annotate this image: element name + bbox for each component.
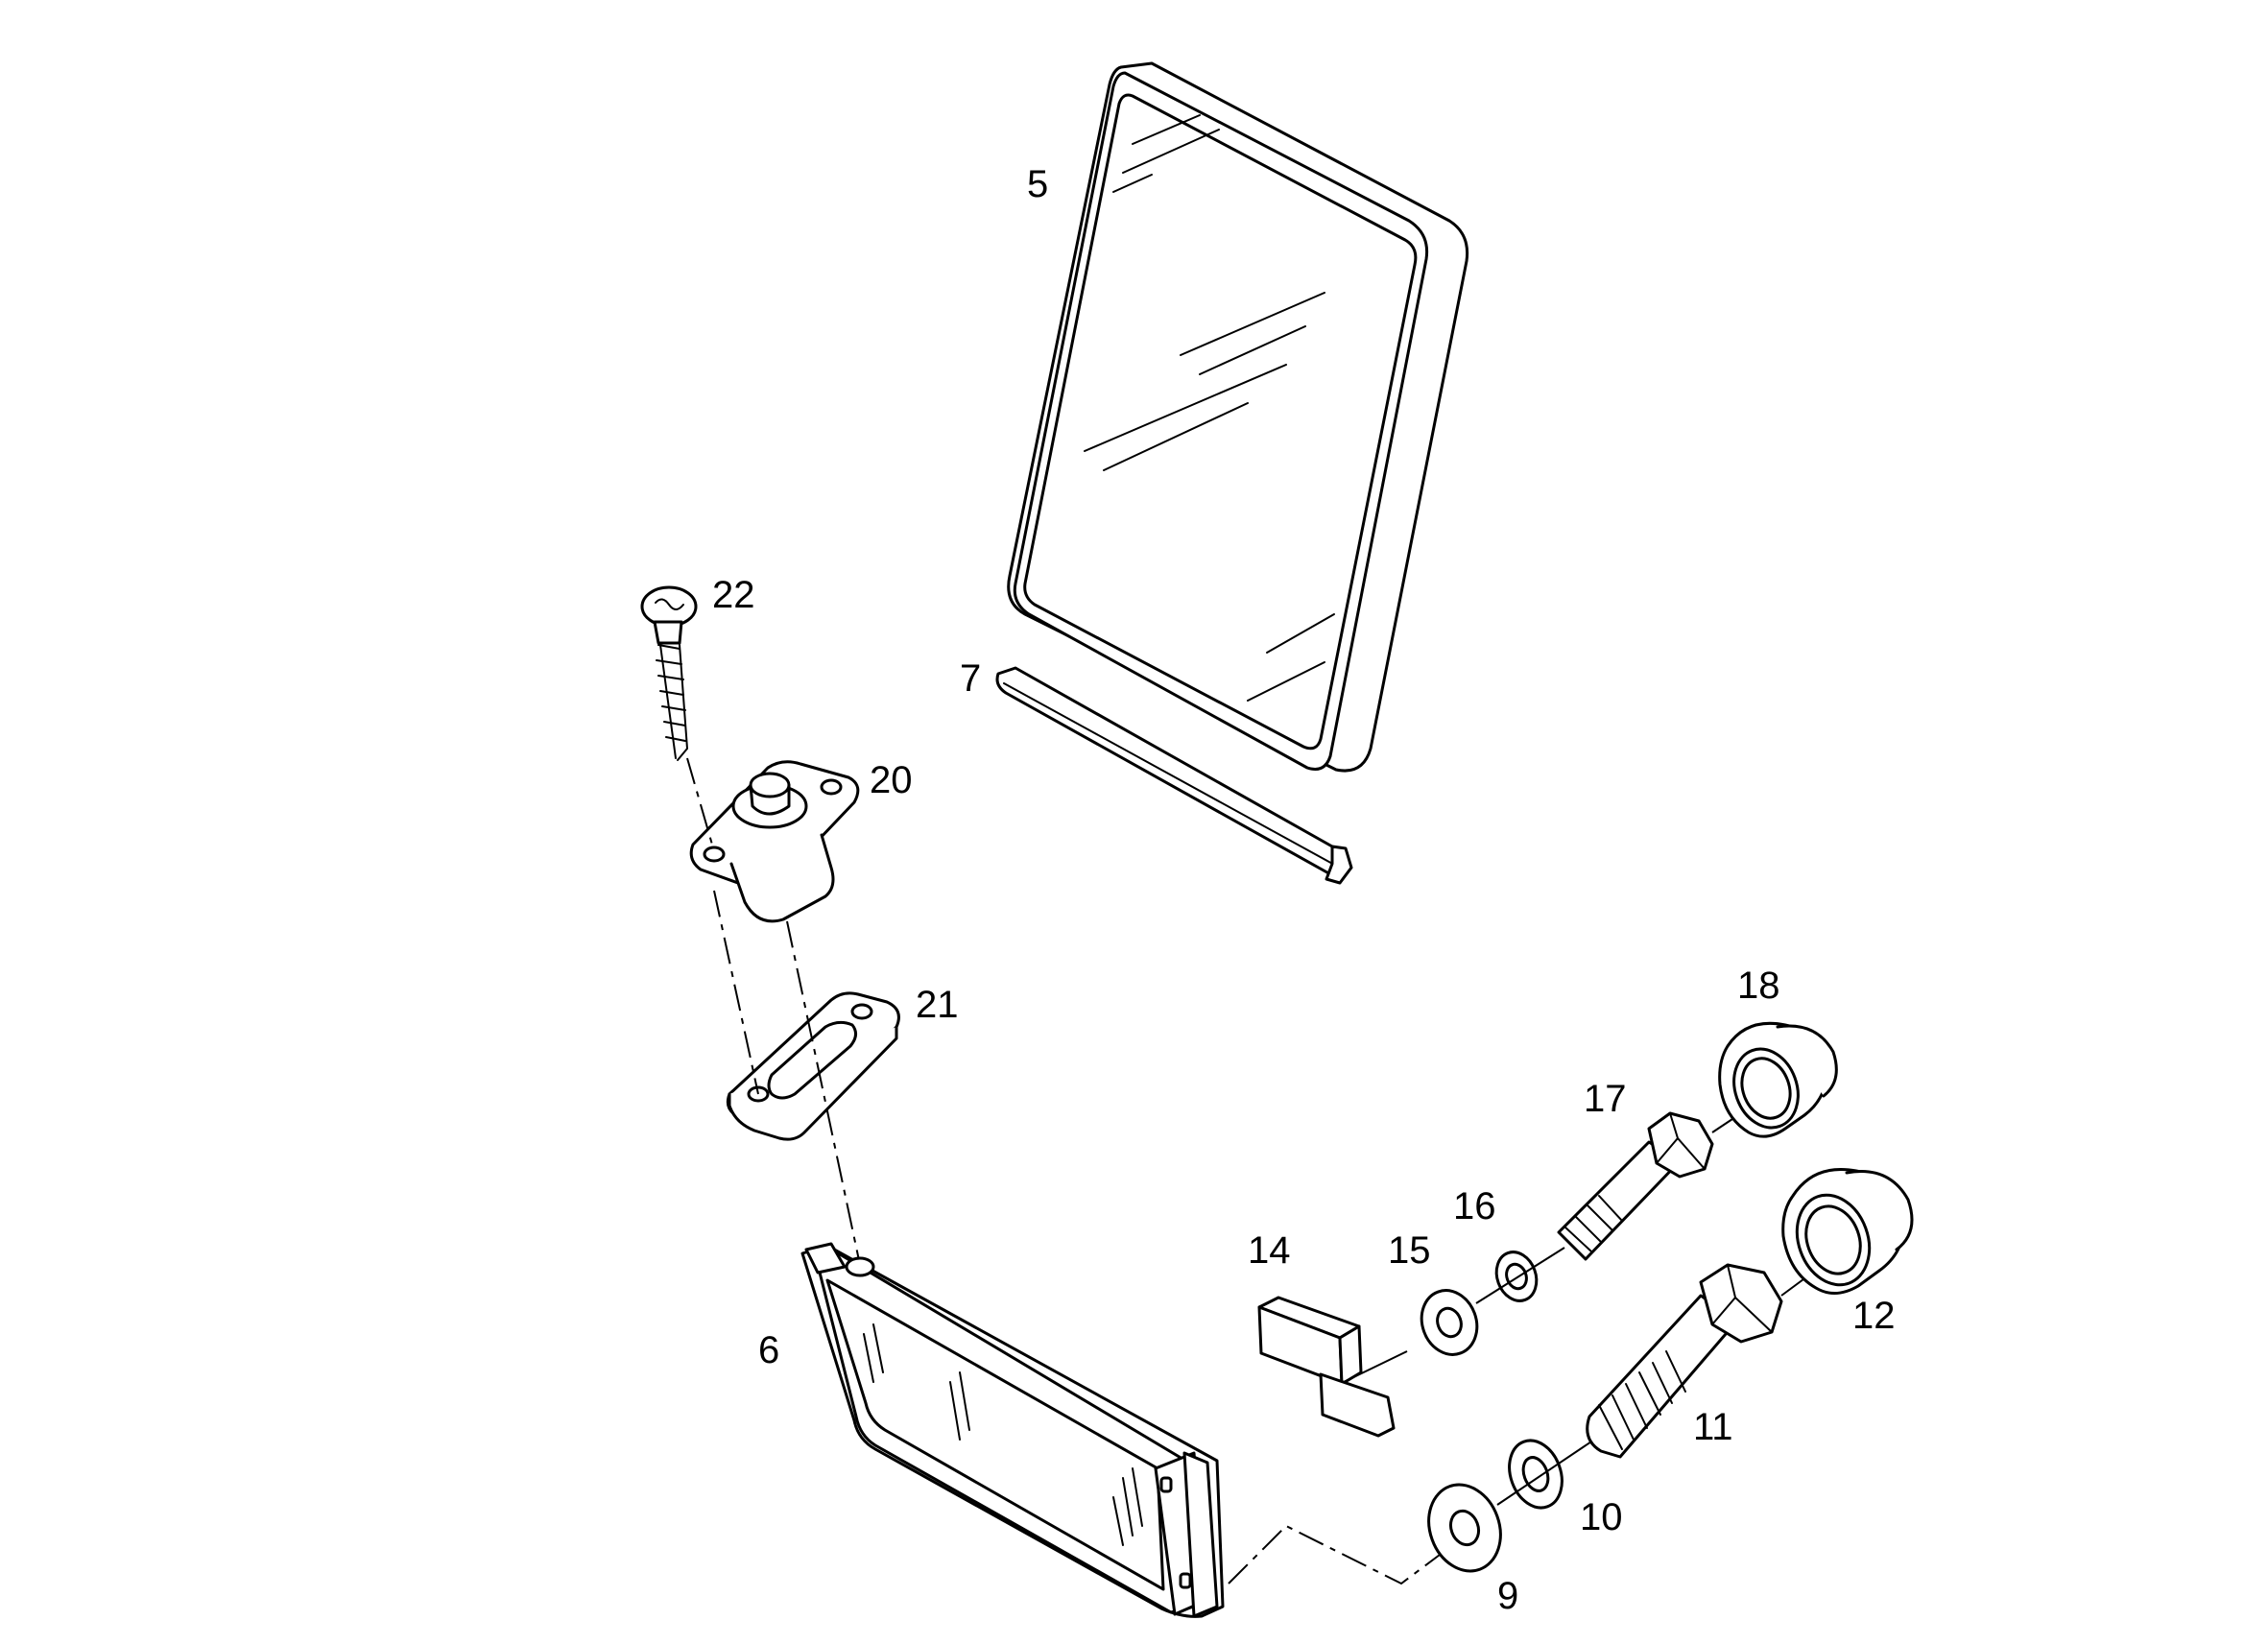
alignment-line-bottom [1228, 1524, 1441, 1585]
alignment-line-left [713, 890, 759, 1095]
callout-22: 22 [712, 574, 755, 616]
part-18-cap-nut[interactable] [1718, 1021, 1838, 1138]
callout-20: 20 [870, 759, 913, 801]
part-20-bracket[interactable] [689, 760, 860, 923]
callout-10: 10 [1580, 1496, 1623, 1538]
part-15-washer[interactable] [1413, 1282, 1486, 1362]
alignment-line-screw [686, 757, 713, 846]
part-7-rubber-strip[interactable] [995, 666, 1353, 885]
part-22-screw[interactable] [640, 585, 698, 761]
callout-5: 5 [1027, 163, 1048, 205]
part-10-spring-washer[interactable] [1500, 1433, 1570, 1514]
alignment-line-right [786, 920, 861, 1266]
axis-line-upper [1475, 1247, 1565, 1304]
part-5-mirror-glass[interactable] [1007, 61, 1469, 773]
callout-12: 12 [1852, 1295, 1896, 1337]
callout-6: 6 [758, 1329, 779, 1371]
part-11-bolt[interactable] [1586, 1263, 1783, 1459]
part-21-base-plate[interactable] [726, 991, 900, 1141]
part-14-clip[interactable] [1257, 1296, 1408, 1438]
part-16-spring-washer[interactable] [1490, 1247, 1542, 1307]
part-6-lower-mirror[interactable] [800, 1242, 1225, 1618]
part-12-cap-nut[interactable] [1781, 1168, 1914, 1295]
axis-line-lower [1496, 1433, 1604, 1506]
callout-9: 9 [1497, 1575, 1518, 1617]
callout-16: 16 [1453, 1185, 1496, 1227]
callout-21: 21 [916, 984, 959, 1026]
callout-11: 11 [1693, 1406, 1733, 1448]
callout-18: 18 [1737, 965, 1780, 1007]
callout-14: 14 [1248, 1229, 1291, 1272]
callout-7: 7 [960, 657, 981, 700]
callout-17: 17 [1584, 1078, 1627, 1120]
callout-15: 15 [1388, 1229, 1431, 1272]
part-9-washer[interactable] [1417, 1474, 1512, 1581]
part-17-bolt[interactable] [1557, 1111, 1714, 1261]
